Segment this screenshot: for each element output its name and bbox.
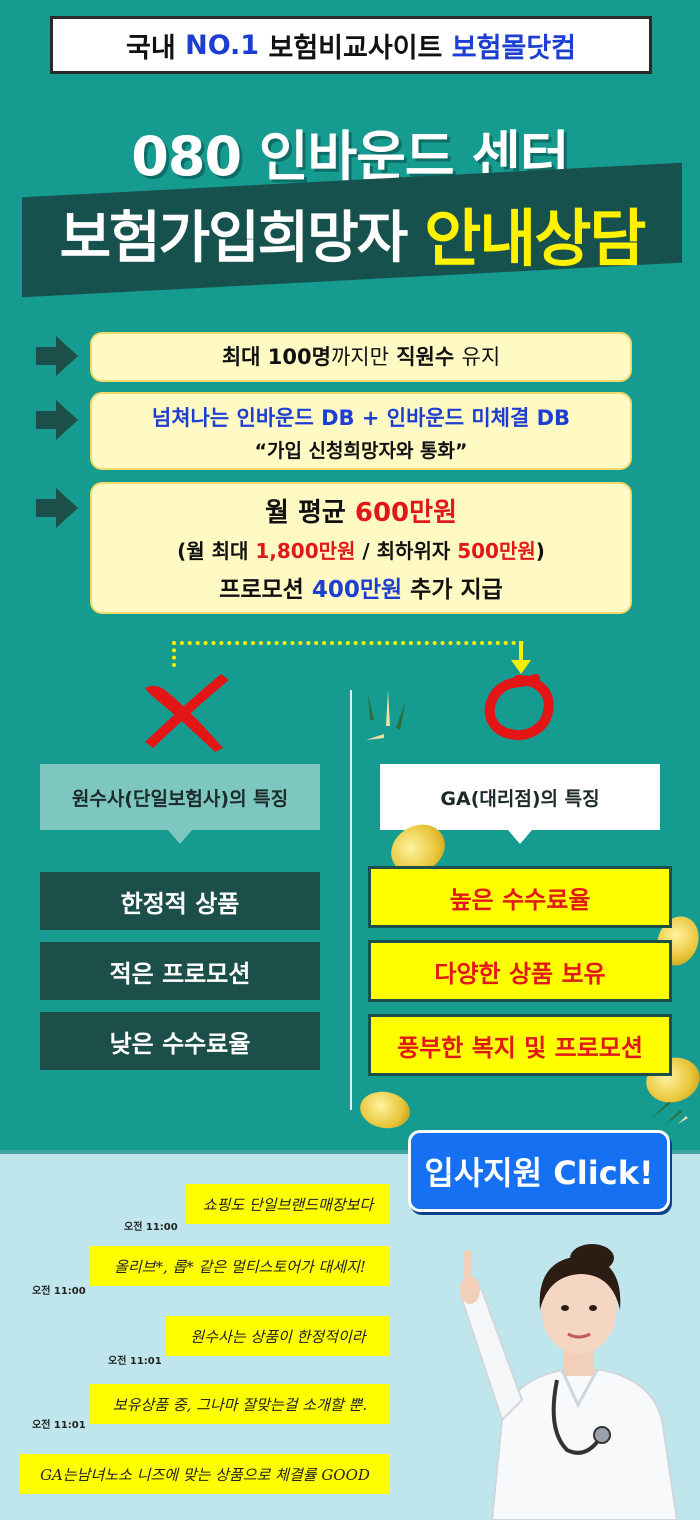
min-value: 500만원 bbox=[457, 539, 536, 563]
banner-prefix: 국내 bbox=[126, 32, 176, 64]
sparkle-icon bbox=[650, 1100, 688, 1125]
arrow-right-icon bbox=[36, 400, 78, 440]
point3-line3: 프로모션 400만원 추가 지급 bbox=[92, 570, 630, 604]
max-label: (월 최대 bbox=[177, 539, 249, 563]
paren-close: ) bbox=[535, 539, 545, 563]
promo-value: 400만원 bbox=[311, 577, 403, 603]
point1-a: 최대 100명 bbox=[221, 345, 331, 369]
banner-no1: NO.1 bbox=[185, 29, 260, 61]
right-item: 풍부한 복지 및 프로모션 bbox=[368, 1014, 672, 1076]
compare-divider bbox=[350, 690, 352, 1110]
site-banner: 국내 NO.1 보험비교사이트 보험몰닷컴 bbox=[50, 16, 652, 74]
promo-suffix: 추가 지급 bbox=[410, 577, 503, 603]
chat-time: 오전 11:01 bbox=[108, 1356, 162, 1367]
banner-brand: 보험몰닷컴 bbox=[451, 32, 576, 64]
connector-arrow-icon bbox=[511, 660, 531, 674]
headline-highlight: 안내상담 bbox=[424, 202, 646, 275]
connector-line bbox=[172, 641, 524, 645]
right-item: 다양한 상품 보유 bbox=[368, 940, 672, 1002]
point1-c: 직원수 bbox=[396, 345, 455, 369]
point1-b: 까지만 bbox=[330, 345, 389, 369]
circle-o-icon bbox=[484, 674, 554, 740]
point2-line1: 넘쳐나는 인바운드 DB + 인바운드 미체결 DB bbox=[151, 406, 571, 430]
left-item: 적은 프로모션 bbox=[40, 942, 320, 1000]
right-title-pointer bbox=[508, 830, 532, 844]
connector-line bbox=[172, 641, 176, 667]
apply-button[interactable]: 입사지원 Click! bbox=[408, 1130, 670, 1212]
left-item: 낮은 수수료율 bbox=[40, 1012, 320, 1070]
chat-bubble: 올리브*, 롭* 같은 멀티스토어가 대세지! bbox=[90, 1246, 390, 1286]
left-title-pointer bbox=[168, 830, 192, 844]
banner-mid: 보험비교사이트 bbox=[268, 32, 443, 64]
arrow-right-icon bbox=[36, 488, 78, 528]
chat-time: 오전 11:01 bbox=[32, 1420, 86, 1431]
right-compare-title: GA(대리점)의 특징 bbox=[380, 764, 660, 830]
headline-line2: 보험가입희망자 안내상담 bbox=[22, 188, 682, 278]
max-value: 1,800만원 bbox=[255, 539, 356, 563]
salary-value: 600만원 bbox=[354, 498, 457, 528]
chat-bubble: 보유상품 중, 그나마 잘맞는걸 소개할 뿐. bbox=[90, 1384, 390, 1424]
chat-bubble: 쇼핑도 단일브랜드매장보다 bbox=[186, 1184, 390, 1224]
chat-time: 오전 11:00 bbox=[32, 1286, 86, 1297]
x-mark-icon bbox=[145, 674, 229, 752]
point3-line2: (월 최대 1,800만원 / 최하위자 500만원) bbox=[92, 535, 630, 564]
chat-bubble: GA는남녀노소 니즈에 맞는 상품으로 체결률 GOOD bbox=[20, 1454, 390, 1494]
point-db: 넘쳐나는 인바운드 DB + 인바운드 미체결 DB “가입 신청희망자와 통화… bbox=[90, 392, 632, 470]
point-salary: 월 평균 600만원 (월 최대 1,800만원 / 최하위자 500만원) 프… bbox=[90, 482, 632, 614]
point3-line1: 월 평균 600만원 bbox=[92, 492, 630, 529]
headline-main: 보험가입희망자 bbox=[59, 205, 409, 271]
right-item: 높은 수수료율 bbox=[368, 866, 672, 928]
point-staff-limit: 최대 100명까지만 직원수 유지 bbox=[90, 332, 632, 382]
left-item: 한정적 상품 bbox=[40, 872, 320, 930]
arrow-right-icon bbox=[36, 336, 78, 376]
connector-line bbox=[519, 641, 523, 661]
left-compare-title: 원수사(단일보험사)의 특징 bbox=[40, 764, 320, 830]
point2-line2: “가입 신청희망자와 통화” bbox=[254, 440, 468, 462]
sparkle-icon bbox=[366, 690, 406, 740]
chat-time: 오전 11:00 bbox=[124, 1222, 178, 1233]
chat-bubble: 원수사는 상품이 한정적이라 bbox=[166, 1316, 390, 1356]
min-label: / 최하위자 bbox=[362, 539, 451, 563]
promo-label: 프로모션 bbox=[219, 577, 304, 603]
doctor-illustration bbox=[460, 1244, 679, 1520]
point1-d: 유지 bbox=[461, 345, 501, 369]
salary-label: 월 평균 bbox=[265, 498, 346, 528]
